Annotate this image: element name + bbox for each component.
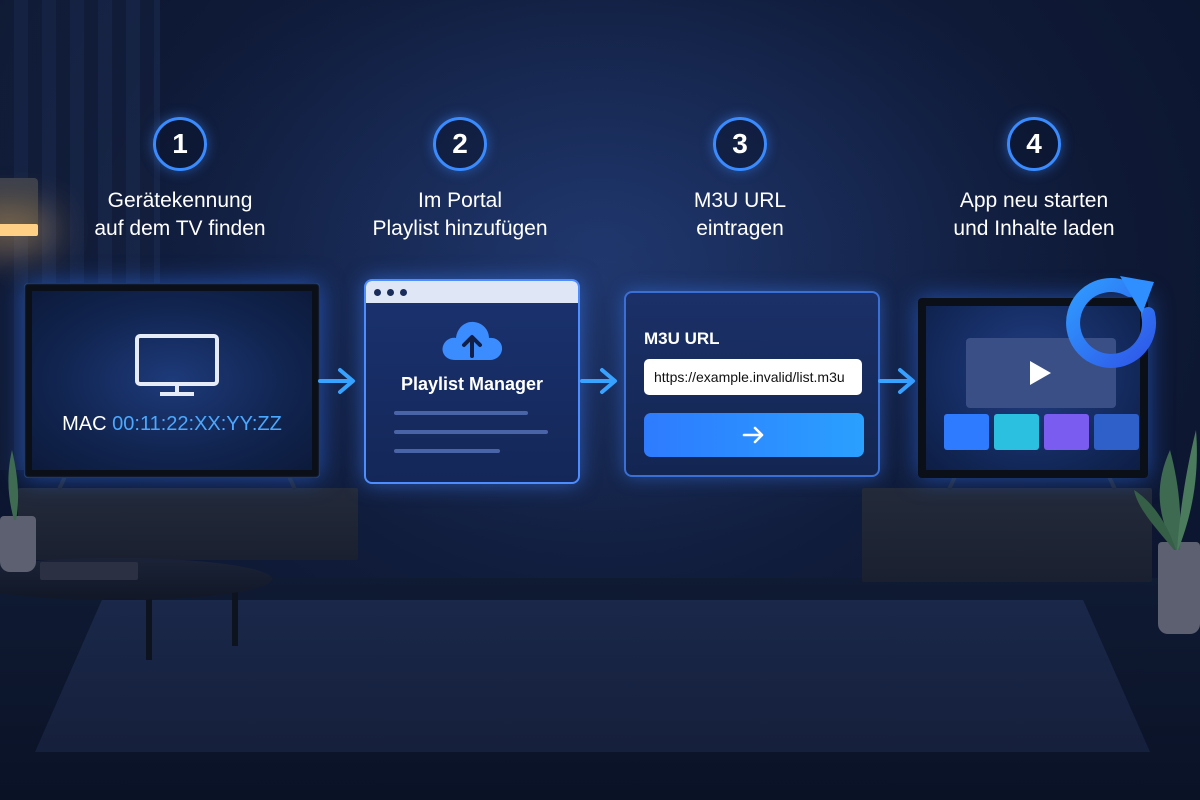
arrow-right-icon [318, 368, 355, 394]
step-title-line: Playlist hinzufügen [372, 217, 548, 240]
arrow-right-icon [580, 368, 617, 394]
arrow-right-icon [878, 368, 915, 394]
step-title: Im Portal Playlist hinzufügen [340, 187, 580, 243]
step-number: 4 [1007, 117, 1061, 171]
tv-screen [926, 306, 1140, 470]
lamp-light [0, 224, 38, 236]
mac-value: 00:11:22:XX:YY:ZZ [112, 413, 282, 435]
step-2: 2 Im Portal Playlist hinzufügen [340, 117, 580, 243]
step-title: App neu starten und Inhalte laden [914, 187, 1154, 243]
rug [35, 600, 1150, 752]
mac-label: MAC [62, 413, 107, 435]
tv-monitor-icon [135, 334, 219, 396]
tv-console-right [862, 488, 1152, 582]
app-tile [944, 414, 989, 450]
plant-left [8, 450, 19, 520]
cloud-upload-icon [442, 321, 503, 360]
window-dot [387, 288, 394, 296]
window-dot [400, 288, 407, 296]
mac-address: MAC 00:11:22:XX:YY:ZZ [32, 413, 312, 436]
app-tile [994, 414, 1039, 450]
step-title: Gerätekennung auf dem TV finden [60, 187, 300, 243]
plant-right [1134, 430, 1197, 550]
step-number: 3 [713, 117, 767, 171]
m3u-url-form: M3U URL [624, 291, 880, 477]
placeholder-line [394, 411, 528, 415]
window-titlebar [366, 281, 578, 303]
play-icon [1030, 361, 1051, 385]
step-title-line: und Inhalte laden [953, 217, 1115, 240]
playlist-manager-title: Playlist Manager [400, 374, 544, 394]
step-title-line: App neu starten [959, 189, 1109, 212]
app-tile [1044, 414, 1089, 450]
submit-button[interactable] [644, 413, 864, 457]
tv-device-4 [918, 298, 1148, 478]
book [40, 562, 138, 580]
step-title-line: auf dem TV finden [94, 217, 266, 240]
tv-device-1: MAC 00:11:22:XX:YY:ZZ [24, 283, 320, 478]
step-number: 1 [153, 117, 207, 171]
m3u-url-label: M3U URL [644, 329, 720, 348]
step-title-line: Im Portal [417, 189, 503, 212]
table-leg [232, 590, 238, 646]
m3u-url-input[interactable] [644, 359, 862, 395]
step-title-line: Gerätekennung [107, 189, 253, 212]
refresh-icon [1066, 276, 1157, 368]
step-3: 3 M3U URL eintragen [620, 117, 860, 243]
table-leg [146, 590, 152, 660]
step-title-line: M3U URL [693, 189, 787, 212]
video-preview [966, 338, 1116, 408]
tv-console-left [18, 488, 358, 560]
step-1: 1 Gerätekennung auf dem TV finden [60, 117, 300, 243]
tv-screen: MAC 00:11:22:XX:YY:ZZ [32, 291, 312, 470]
plant-pot-right [1158, 542, 1200, 634]
step-4: 4 App neu starten und Inhalte laden [914, 117, 1154, 243]
arrow-right-icon [742, 426, 764, 444]
step-title-line: eintragen [696, 217, 784, 240]
placeholder-line [394, 449, 500, 453]
step-title: M3U URL eintragen [620, 187, 860, 243]
step-number: 2 [433, 117, 487, 171]
placeholder-line [394, 430, 548, 434]
plant-pot-left [0, 516, 36, 572]
playlist-manager-window: Playlist Manager [364, 279, 580, 484]
app-tile [1094, 414, 1139, 450]
window-dot [374, 288, 381, 296]
